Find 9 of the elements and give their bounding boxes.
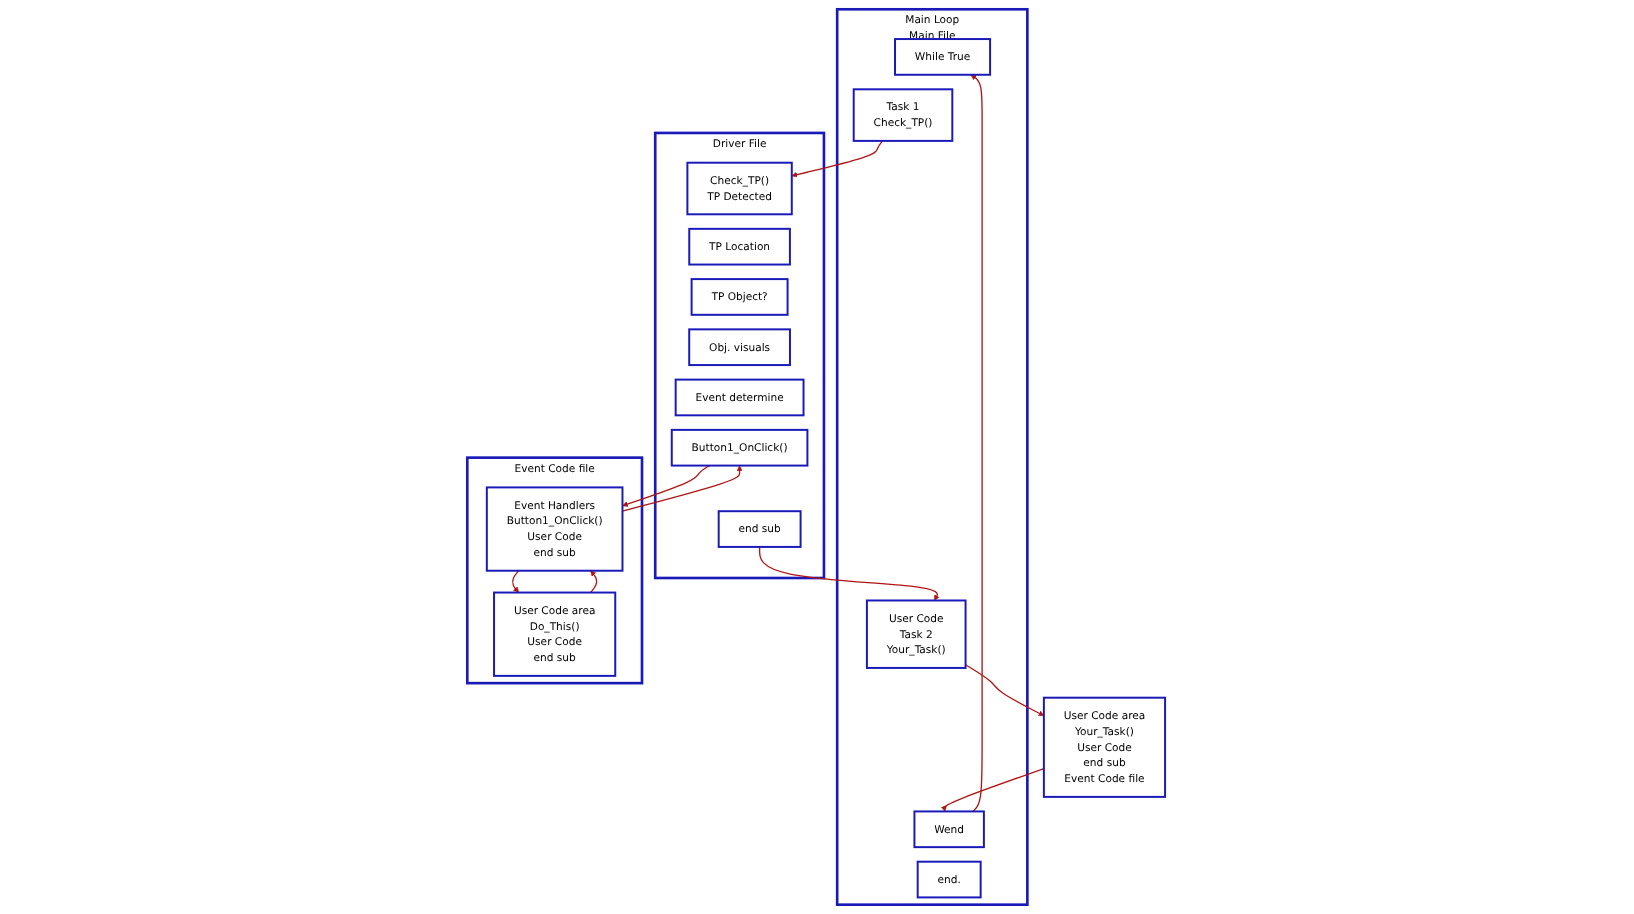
arrow: [965, 664, 1045, 716]
arrow: [590, 570, 599, 594]
arrow: [512, 570, 521, 593]
arrow: [759, 546, 941, 601]
arrow: [792, 140, 884, 178]
arrow: [622, 465, 744, 512]
arrow: [941, 768, 1046, 812]
arrow: [971, 74, 984, 813]
arrow: [623, 464, 712, 507]
